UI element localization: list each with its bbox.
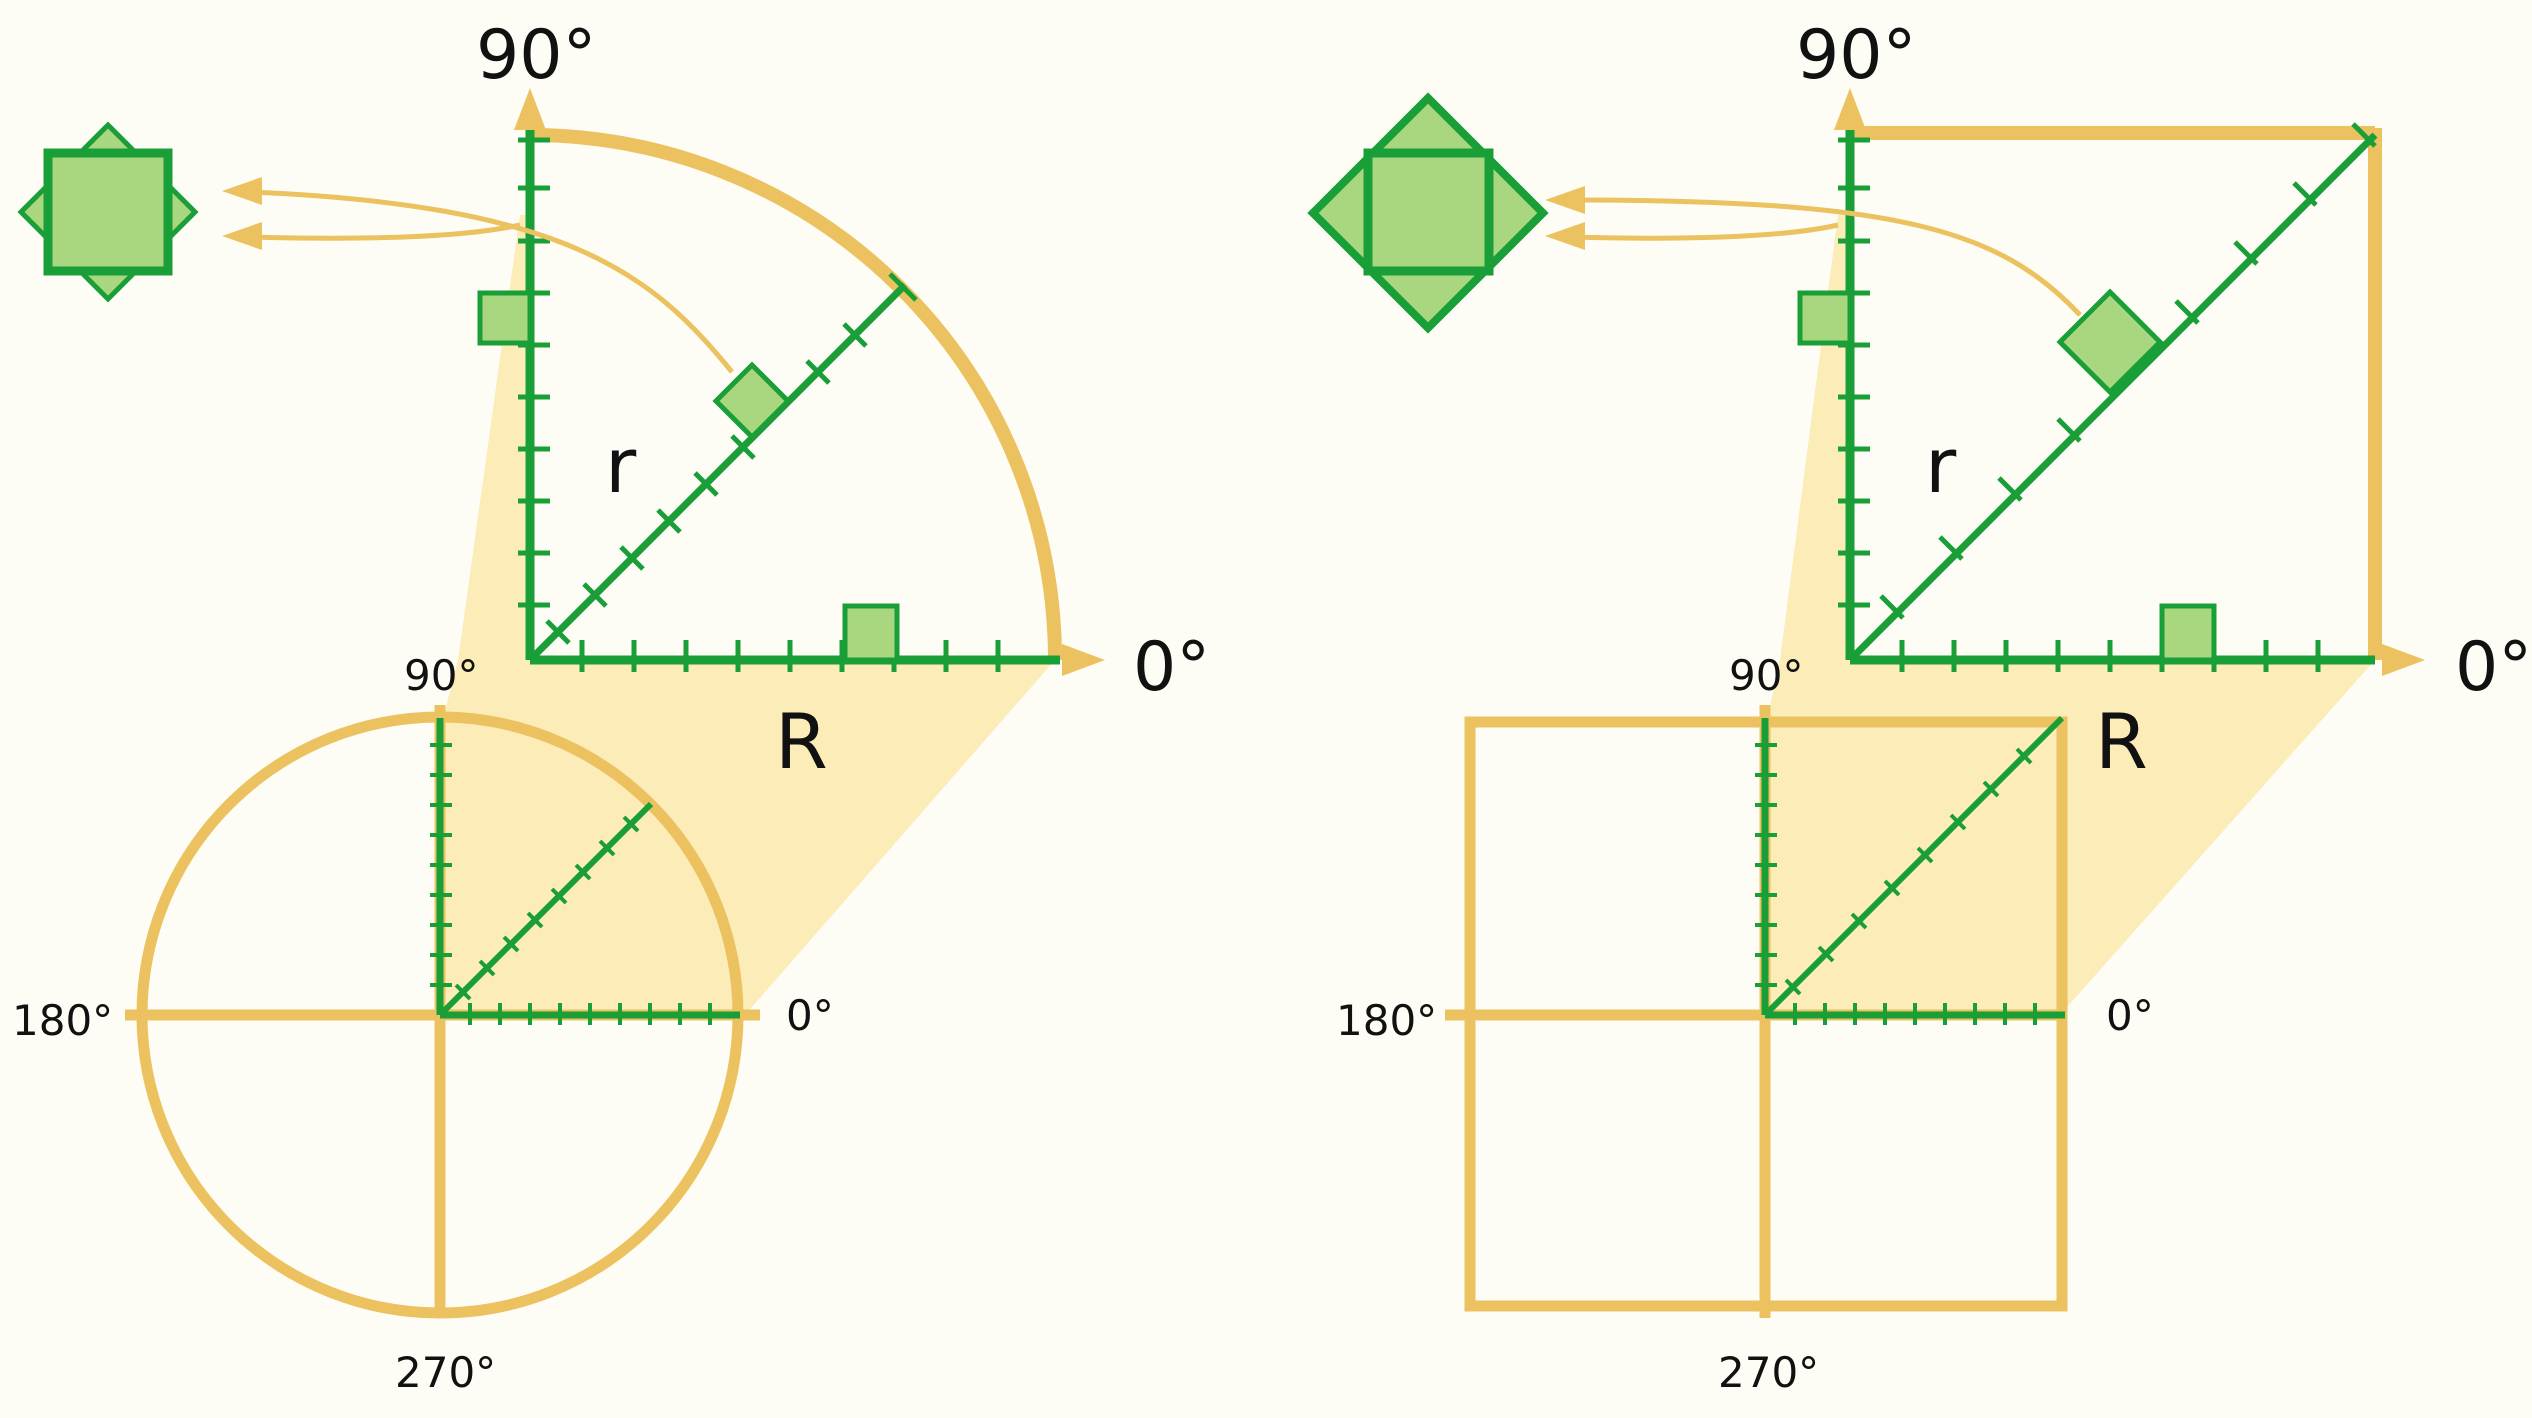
- right-zoom-label-90: 90°: [1796, 16, 1917, 95]
- left-vertical-ticks: [518, 137, 550, 608]
- left-pointer-curve-upper: [249, 189, 734, 374]
- right-pointer-arrowhead-upper: [1545, 186, 1585, 214]
- left-zoom-label-90: 90°: [476, 16, 597, 95]
- right-label-R: R: [2095, 697, 2148, 786]
- right-horizontal-arrowhead: [2382, 644, 2425, 676]
- right-square-label-180: 180°: [1336, 996, 1437, 1045]
- right-cell-diagonal: [2056, 288, 2164, 396]
- right-square-label-90: 90°: [1729, 651, 1803, 700]
- right-pointer-curve-lower: [1569, 222, 1839, 241]
- left-vertical-arrowhead: [514, 88, 546, 130]
- left-cell-vertical-edge: [477, 290, 533, 346]
- left-diagonal-axis: [527, 282, 908, 663]
- left-circle-label-270: 270°: [395, 1348, 496, 1397]
- left-circle-label-180: 180°: [12, 996, 113, 1045]
- left-pointer-arrowhead-upper: [222, 177, 262, 205]
- left-panel: 90° 0° r R: [12, 16, 1210, 1397]
- right-square-ticks: [1755, 743, 2037, 1025]
- right-square-label-0: 0°: [2106, 991, 2154, 1040]
- right-zoom-label-0: 0°: [2455, 628, 2532, 707]
- left-cell-diagonal: [712, 361, 792, 441]
- left-label-R: R: [775, 697, 828, 786]
- right-cell-vertical-edge: [1797, 290, 1853, 346]
- right-diagonal-ticks: [1879, 122, 2377, 620]
- right-square-green-diagonal: [1762, 715, 2065, 1018]
- left-cell-horizontal-edge: [842, 603, 900, 663]
- left-pointer-arrowhead-lower: [222, 222, 262, 250]
- left-circle-label-0: 0°: [786, 991, 834, 1040]
- right-cell-horizontal-edge: [2159, 603, 2217, 663]
- left-projection-wedge: [440, 660, 1055, 1015]
- left-circle-ticks: [430, 743, 712, 1025]
- left-circle-green-diagonal: [437, 801, 654, 1018]
- right-vertical-arrowhead: [1834, 88, 1866, 130]
- left-label-r: r: [605, 421, 637, 510]
- right-pointer-arrowhead-lower: [1545, 222, 1585, 250]
- right-diagonal-axis: [1847, 132, 2378, 663]
- right-label-r: r: [1925, 421, 1957, 510]
- right-square-label-270: 270°: [1718, 1348, 1819, 1397]
- left-composite-cell-icon: [17, 121, 199, 303]
- right-panel: 90° 0° r R: [1307, 16, 2532, 1397]
- left-diagonal-ticks: [545, 272, 918, 645]
- right-pointer-curve-upper: [1569, 197, 2082, 317]
- left-pointer-curve-lower: [249, 222, 521, 241]
- left-horizontal-arrowhead: [1062, 644, 1105, 676]
- left-zoom-label-0: 0°: [1133, 628, 1210, 707]
- right-composite-cell-icon: [1307, 92, 1549, 334]
- left-circle-label-90: 90°: [404, 651, 478, 700]
